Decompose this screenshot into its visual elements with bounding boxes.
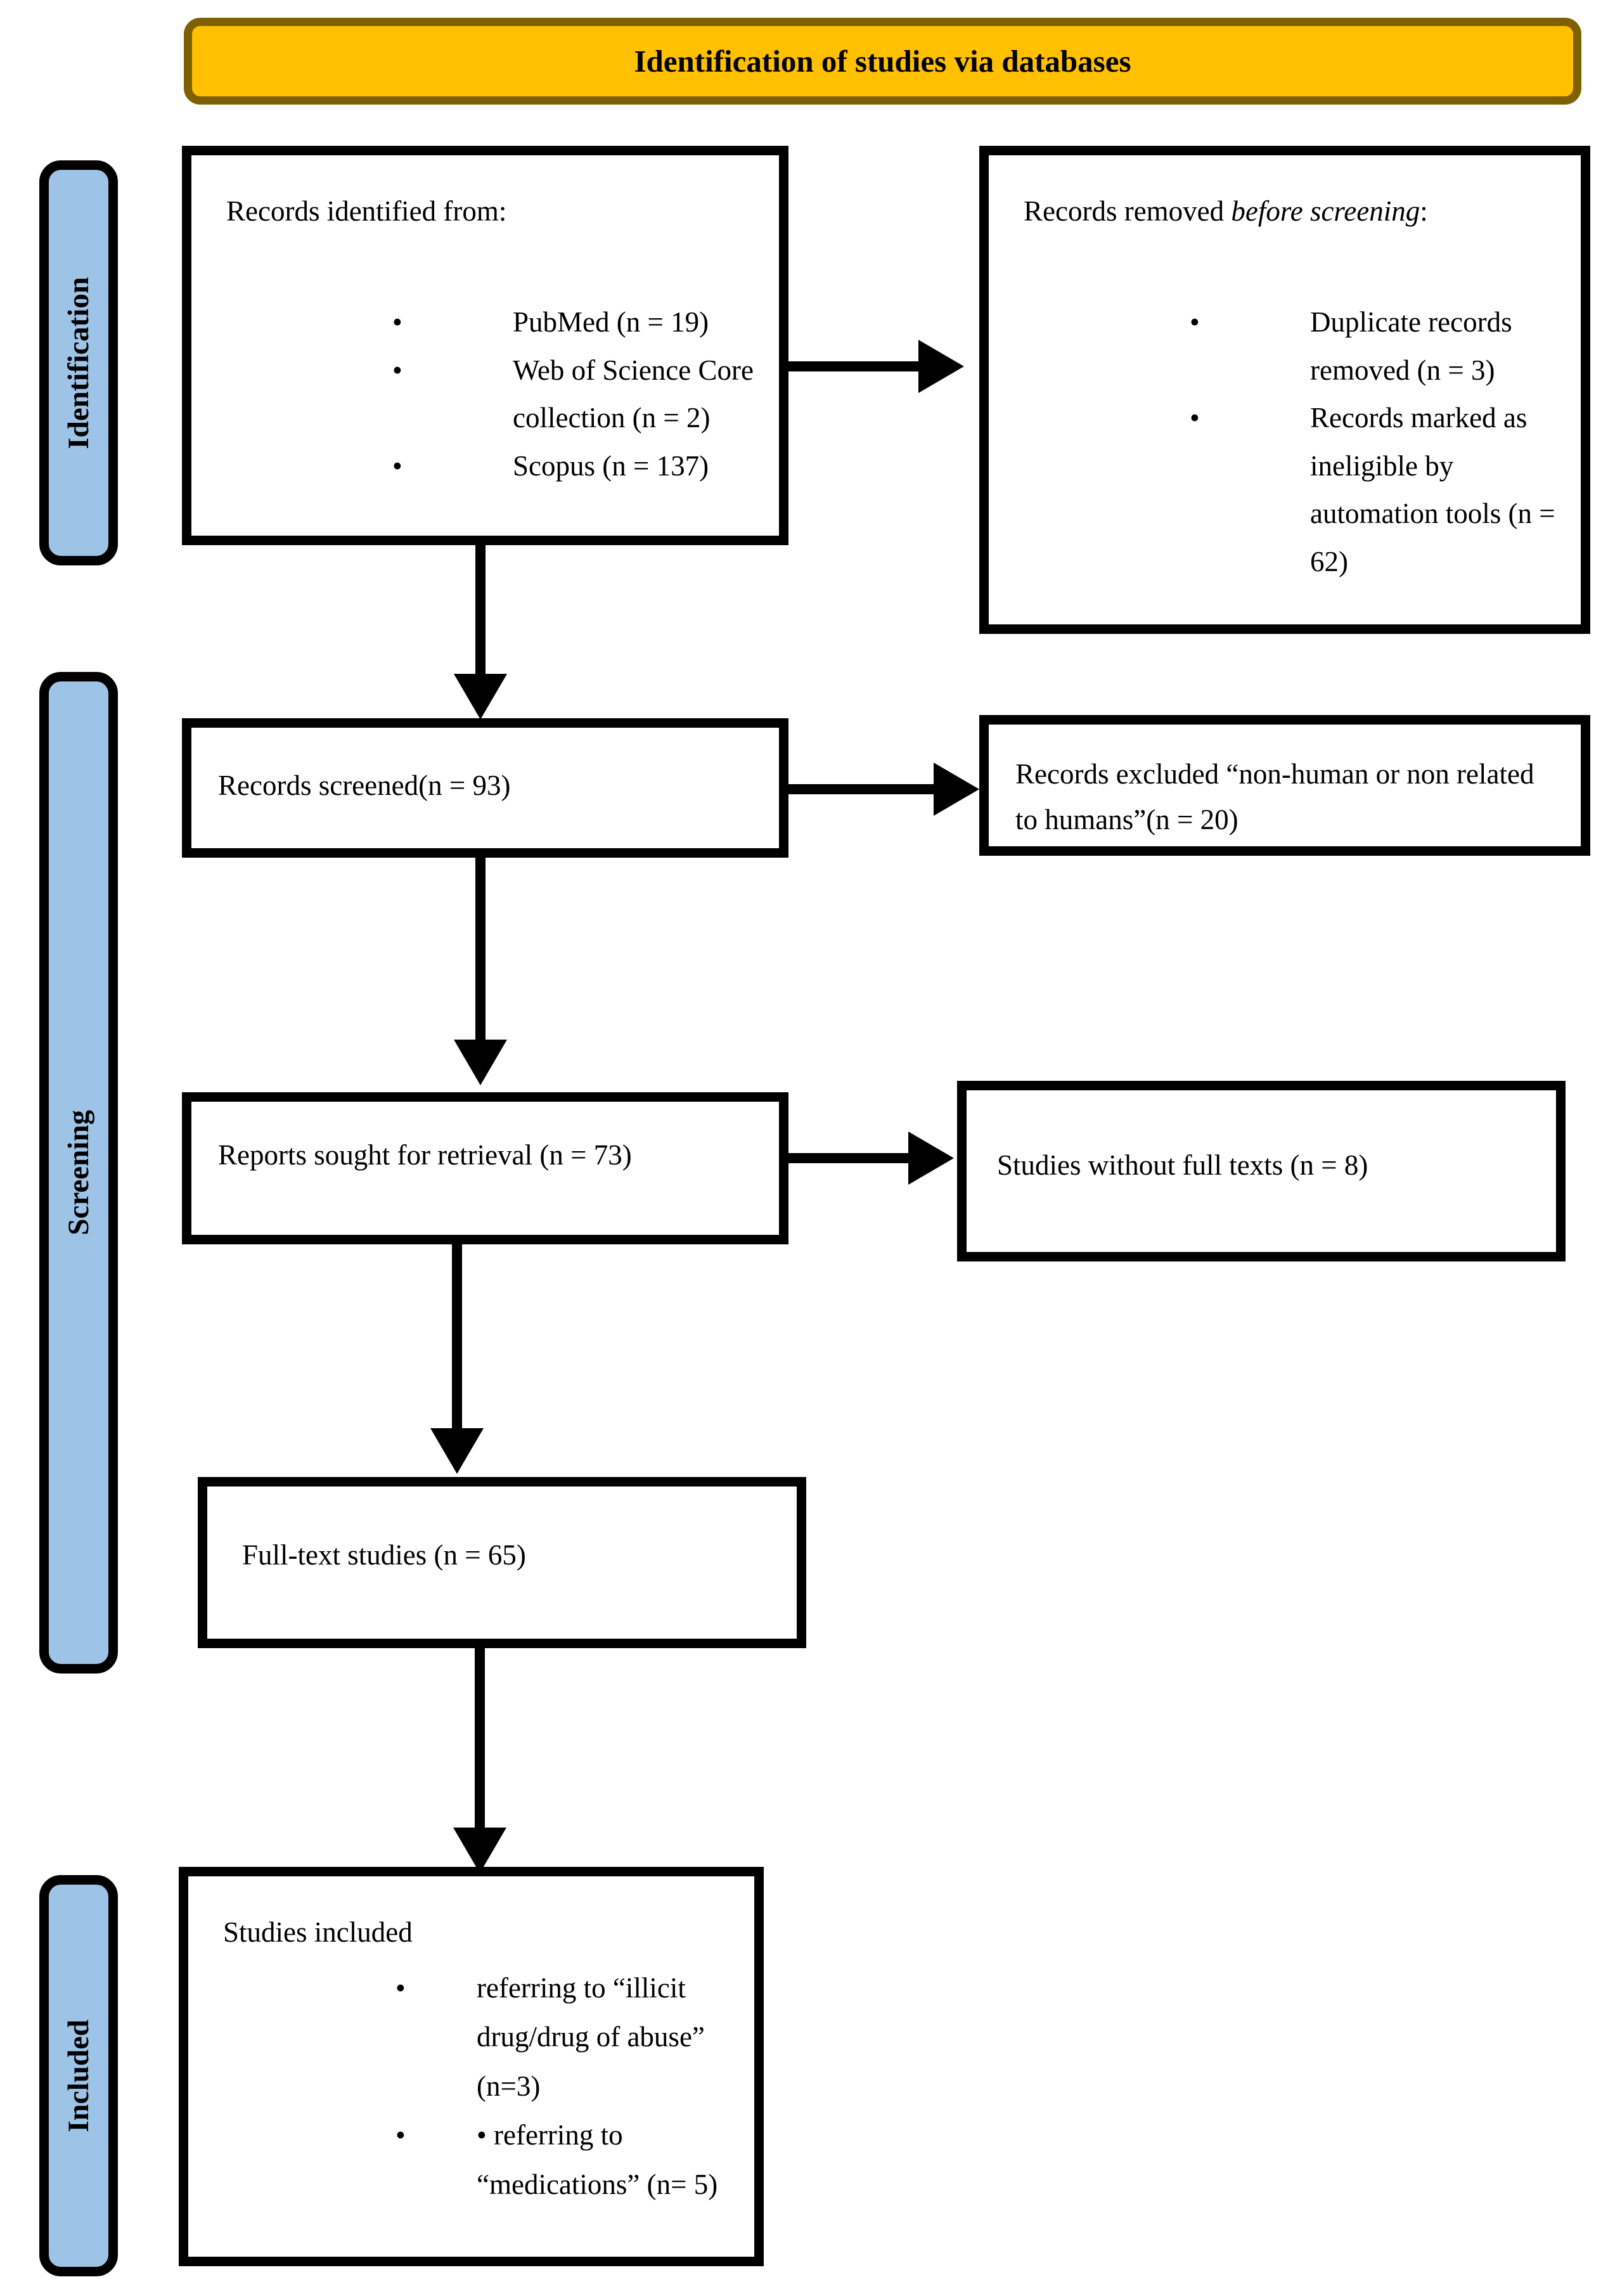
box-records-identified-heading: Records identified from: [226, 195, 507, 227]
diagram-title: Identification of studies via databases [634, 44, 1131, 79]
list-item: • referring to “medications” (n= 5) [223, 2111, 735, 2209]
arrow-right-head-icon [918, 340, 964, 393]
stage-label-screening: Screening [62, 1110, 95, 1235]
arrow-down-head-icon [453, 1828, 506, 1873]
box-studies-without-fulltext: Studies without full texts (n = 8) [957, 1081, 1566, 1261]
list-item: Web of Science Core collection (n = 2) [226, 347, 754, 442]
box-records-screened: Records screened(n = 93) [182, 718, 788, 858]
box-records-excluded-text: Records excluded “non-human or non relat… [1015, 758, 1534, 835]
box-records-excluded: Records excluded “non-human or non relat… [979, 715, 1590, 856]
records-removed-list: Duplicate records removed (n = 3) Record… [1024, 299, 1562, 586]
stage-bar-included: Included [39, 1875, 118, 2276]
box-studies-included: Studies included referring to “illicit d… [179, 1867, 764, 2266]
arrow-identified-to-screened [475, 545, 486, 675]
heading-text: Records removed [1024, 195, 1232, 227]
diagram-title-banner: Identification of studies via databases [184, 18, 1581, 105]
box-fulltext-studies-text: Full-text studies (n = 65) [242, 1539, 526, 1571]
heading-italic-text: before screening [1231, 195, 1420, 227]
box-records-removed: Records removed before screening: Duplic… [979, 146, 1590, 634]
box-studies-included-heading: Studies included [223, 1916, 413, 1948]
box-records-screened-text: Records screened(n = 93) [218, 770, 511, 801]
arrow-screened-to-excluded [788, 784, 934, 794]
arrow-down-head-icon [454, 674, 507, 719]
stage-label-included: Included [62, 2019, 95, 2132]
box-records-removed-heading: Records removed before screening: [1024, 188, 1562, 234]
studies-included-list: referring to “illicit drug/drug of abuse… [223, 1964, 735, 2209]
stage-bar-identification: Identification [39, 160, 118, 565]
heading-text: : [1420, 195, 1428, 227]
arrow-down-head-icon [454, 1040, 507, 1085]
box-studies-without-fulltext-text: Studies without full texts (n = 8) [997, 1149, 1368, 1181]
arrow-fulltext-to-included [475, 1648, 485, 1829]
arrow-identified-to-removed [788, 361, 918, 371]
list-item: Records marked as ineligible by automati… [1024, 394, 1562, 586]
arrow-right-head-icon [908, 1132, 954, 1185]
box-reports-sought: Reports sought for retrieval (n = 73) [182, 1092, 788, 1244]
box-fulltext-studies: Full-text studies (n = 65) [198, 1477, 806, 1648]
list-item: PubMed (n = 19) [226, 299, 754, 347]
box-records-identified: Records identified from: PubMed (n = 19)… [182, 146, 788, 545]
stage-label-identification: Identification [62, 276, 95, 449]
stage-bar-screening: Screening [39, 672, 118, 1674]
list-item: referring to “illicit drug/drug of abuse… [223, 1964, 735, 2111]
list-item: Duplicate records removed (n = 3) [1024, 299, 1562, 394]
arrow-sought-to-nofulltext [788, 1153, 910, 1163]
records-identified-list: PubMed (n = 19) Web of Science Core coll… [226, 299, 754, 490]
arrow-down-head-icon [430, 1428, 484, 1474]
box-reports-sought-text: Reports sought for retrieval (n = 73) [218, 1139, 632, 1171]
arrow-sought-to-fulltext [452, 1244, 462, 1429]
arrow-screened-to-sought [475, 858, 486, 1040]
arrow-right-head-icon [934, 763, 979, 816]
list-item: Scopus (n = 137) [226, 442, 754, 491]
